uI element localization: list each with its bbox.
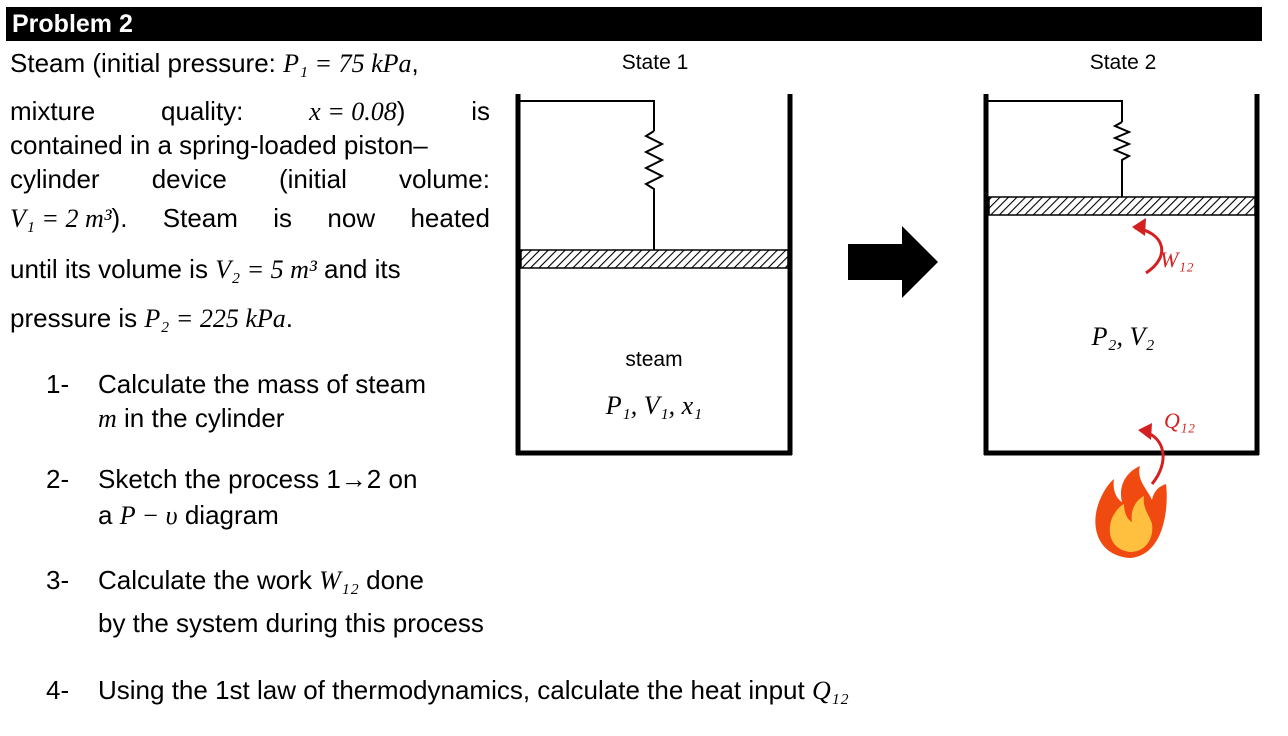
cylinder-1	[515, 94, 793, 456]
task-text: a	[98, 500, 113, 530]
final-volume-value: V₂ = 5 m³	[215, 255, 317, 284]
state2-properties: P₂, V₂	[1091, 322, 1155, 351]
intro-word: )	[396, 96, 406, 126]
intro-text: and its	[323, 254, 401, 284]
problem-title: Problem 2	[6, 7, 1262, 41]
work-symbol: W₁₂	[319, 566, 359, 595]
heat-arrowhead-icon	[1138, 423, 1152, 440]
intro-word: volume:	[398, 164, 490, 194]
task-text: Calculate the work	[98, 565, 312, 595]
state1-properties: P₁, V₁, x₁	[605, 391, 702, 420]
intro-line-5: V₁ = 2 m³). Steam is now heated	[10, 203, 490, 234]
heat-symbol: Q₁₂	[811, 676, 849, 705]
piston-2	[988, 196, 1256, 216]
quality-value: x = 0.08	[309, 97, 397, 126]
task-text: diagram	[184, 500, 279, 530]
intro-word: quality:	[161, 96, 244, 126]
piston-1	[520, 249, 789, 269]
intro-word: heated	[410, 203, 490, 233]
intro-word: device	[151, 164, 227, 194]
work-label: W₁₂	[1160, 247, 1194, 272]
task-text: Calculate the mass of steam	[98, 369, 427, 399]
intro-text: Steam (initial pressure:	[10, 48, 276, 78]
steam-label: steam	[625, 348, 682, 371]
pv-symbol: P − υ	[119, 501, 178, 530]
task-text: in the cylinder	[124, 403, 285, 433]
intro-line-2: mixture quality: x = 0.08) is	[10, 96, 490, 127]
heat-label: Q₁₂	[1164, 408, 1196, 433]
spring-1	[643, 130, 665, 250]
intro-line-3: contained in a spring-loaded piston–	[10, 130, 428, 160]
process-arrow-icon	[848, 226, 938, 298]
task-number: 2-	[46, 464, 70, 494]
intro-text: ,	[411, 48, 419, 78]
intro-line-6: until its volume is V₂ = 5 m³ and its	[10, 254, 490, 285]
flame-icon	[1095, 466, 1167, 558]
intro-line-7: pressure is P₂ = 225 kPa.	[10, 303, 490, 334]
intro-word: cylinder	[10, 164, 100, 194]
state1-label: State 1	[622, 51, 689, 74]
heat-arrow-icon	[1144, 430, 1165, 485]
state2-label: State 2	[1090, 51, 1157, 74]
task-number: 3-	[46, 565, 70, 595]
intro-word: ).	[111, 203, 128, 233]
initial-pressure-value: P₁ = 75 kPa	[283, 49, 412, 78]
spring-mount-1	[520, 100, 655, 131]
intro-line-1: Steam (initial pressure: P₁ = 75 kPa,	[10, 48, 490, 79]
task-number: 1-	[46, 369, 70, 399]
work-arrow-icon	[1134, 226, 1164, 275]
intro-word: Steam	[162, 203, 238, 233]
task-text: done	[366, 565, 424, 595]
task-text: Sketch the process 1→2 on	[98, 464, 418, 494]
intro-word: (initial	[278, 164, 347, 194]
intro-word: mixture	[10, 96, 96, 126]
intro-word: now	[327, 203, 376, 233]
intro-line-4: cylinder device (initial volume:	[10, 164, 490, 195]
spring-2	[1112, 121, 1132, 197]
intro-word: is	[471, 96, 490, 126]
cylinder-2	[983, 94, 1260, 456]
task-text: Using the 1st law of thermodynamics, cal…	[98, 675, 805, 705]
final-pressure-value: P₂ = 225 kPa	[144, 304, 286, 333]
intro-word: is	[273, 203, 293, 233]
task-text: by the system during this process	[98, 608, 484, 638]
task-number: 4-	[46, 675, 70, 705]
spring-mount-2	[988, 100, 1123, 122]
work-arrowhead-icon	[1132, 218, 1146, 236]
intro-text: pressure is	[10, 303, 138, 333]
intro-text: .	[285, 303, 294, 333]
intro-text: until its volume is	[10, 254, 208, 284]
mass-symbol: m	[98, 404, 117, 433]
initial-volume-value: V₁ = 2 m³	[10, 204, 112, 233]
